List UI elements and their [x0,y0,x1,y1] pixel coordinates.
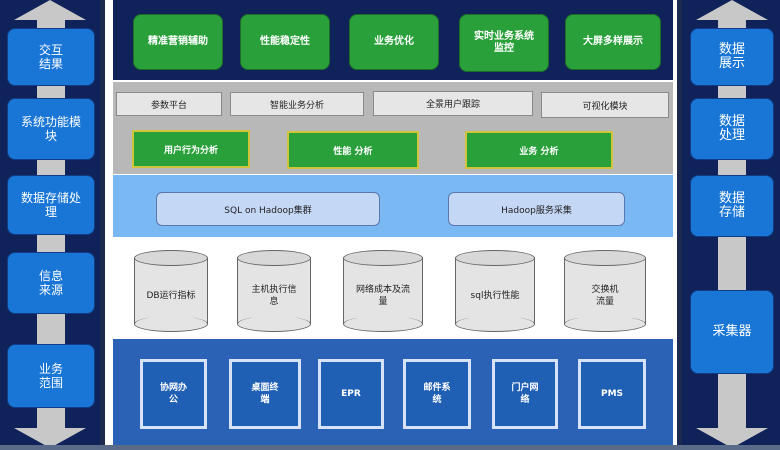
btn-realtime-monitoring[interactable]: 实时业务系统 监控 [459,14,549,72]
btn-performance-stability[interactable]: 性能稳定性 [240,14,330,70]
side-label-business-scope: 业务 范围 [7,344,95,408]
side-label-data-display: 数据 展示 [690,28,774,86]
left-sidebar: 交互 结果 系统功能模 块 数据存储处 理 信息 来源 业务 范围 [0,0,100,450]
right-arrow-down-icon [696,428,768,448]
analysis-user-behavior[interactable]: 用户行为分析 [132,130,250,168]
main-diagram: 精准营销辅助 性能稳定性 业务优化 实时业务系统 监控 大屏多样展示 参数平台 … [105,0,677,445]
btn-business-optimization[interactable]: 业务优化 [349,14,439,70]
storage-layer: DB运行指标 主机执行信 息 网络成本及流 量 sql执行性能 交换机 流量 [113,237,673,339]
storage-sql-performance: sql执行性能 [455,250,535,332]
processing-layer: SQL on Hadoop集群 Hadoop服务采集 [113,175,673,237]
btn-big-screen-display[interactable]: 大屏多样展示 [565,14,661,70]
left-arrow-up-icon [14,0,86,20]
side-label-data-processing: 数据 处理 [690,98,774,160]
storage-switch-traffic-label: 交换机 流量 [591,285,619,307]
storage-switch-traffic: 交换机 流量 [564,250,646,332]
hadoop-service-collection[interactable]: Hadoop服务采集 [448,192,625,226]
storage-sql-performance-label: sql执行性能 [470,291,520,301]
source-desktop[interactable]: 桌面终 端 [229,359,301,429]
source-pms[interactable]: PMS [578,359,646,429]
storage-network-cost-label: 网络成本及流 量 [355,285,410,307]
storage-host-execution: 主机执行信 息 [237,250,311,332]
source-layer: 协网办 公 桌面终 端 EPR 邮件系 统 门户网 络 PMS [113,339,673,445]
storage-host-execution-label: 主机执行信 息 [251,285,297,307]
side-label-info-source: 信息 来源 [7,252,95,314]
right-arrow-up-icon [696,0,768,20]
storage-network-cost: 网络成本及流 量 [343,250,423,332]
source-epr[interactable]: EPR [318,359,384,429]
module-param-platform[interactable]: 参数平台 [116,92,222,116]
analysis-business[interactable]: 业务 分析 [465,131,613,169]
side-label-data-store: 数据 存储 [690,175,774,237]
storage-db-metrics-label: DB运行指标 [146,291,196,301]
bottom-edge [0,445,780,450]
analysis-performance[interactable]: 性能 分析 [287,131,419,169]
btn-precision-marketing[interactable]: 精准营销辅助 [133,14,223,70]
storage-db-metrics: DB运行指标 [134,250,208,332]
function-layer: 参数平台 智能业务分析 全景用户跟踪 可视化模块 用户行为分析 性能 分析 业务… [113,82,673,174]
module-visualization[interactable]: 可视化模块 [541,92,669,118]
sql-on-hadoop-cluster[interactable]: SQL on Hadoop集群 [156,192,380,226]
left-arrow-down-icon [14,428,86,448]
module-smart-analysis[interactable]: 智能业务分析 [230,92,364,116]
source-portal[interactable]: 门户网 络 [492,359,558,429]
module-user-tracking[interactable]: 全景用户跟踪 [373,91,533,116]
side-label-system-function: 系统功能模 块 [7,98,95,160]
right-sidebar: 数据 展示 数据 处理 数据 存储 采集器 [682,0,780,450]
presentation-layer: 精准营销辅助 性能稳定性 业务优化 实时业务系统 监控 大屏多样展示 [113,0,673,80]
side-label-data-storage: 数据存储处 理 [7,175,95,235]
side-label-interaction-result: 交互 结果 [7,28,95,86]
source-oa[interactable]: 协网办 公 [140,359,207,429]
side-label-collector: 采集器 [690,290,774,374]
source-mail[interactable]: 邮件系 统 [403,359,471,429]
